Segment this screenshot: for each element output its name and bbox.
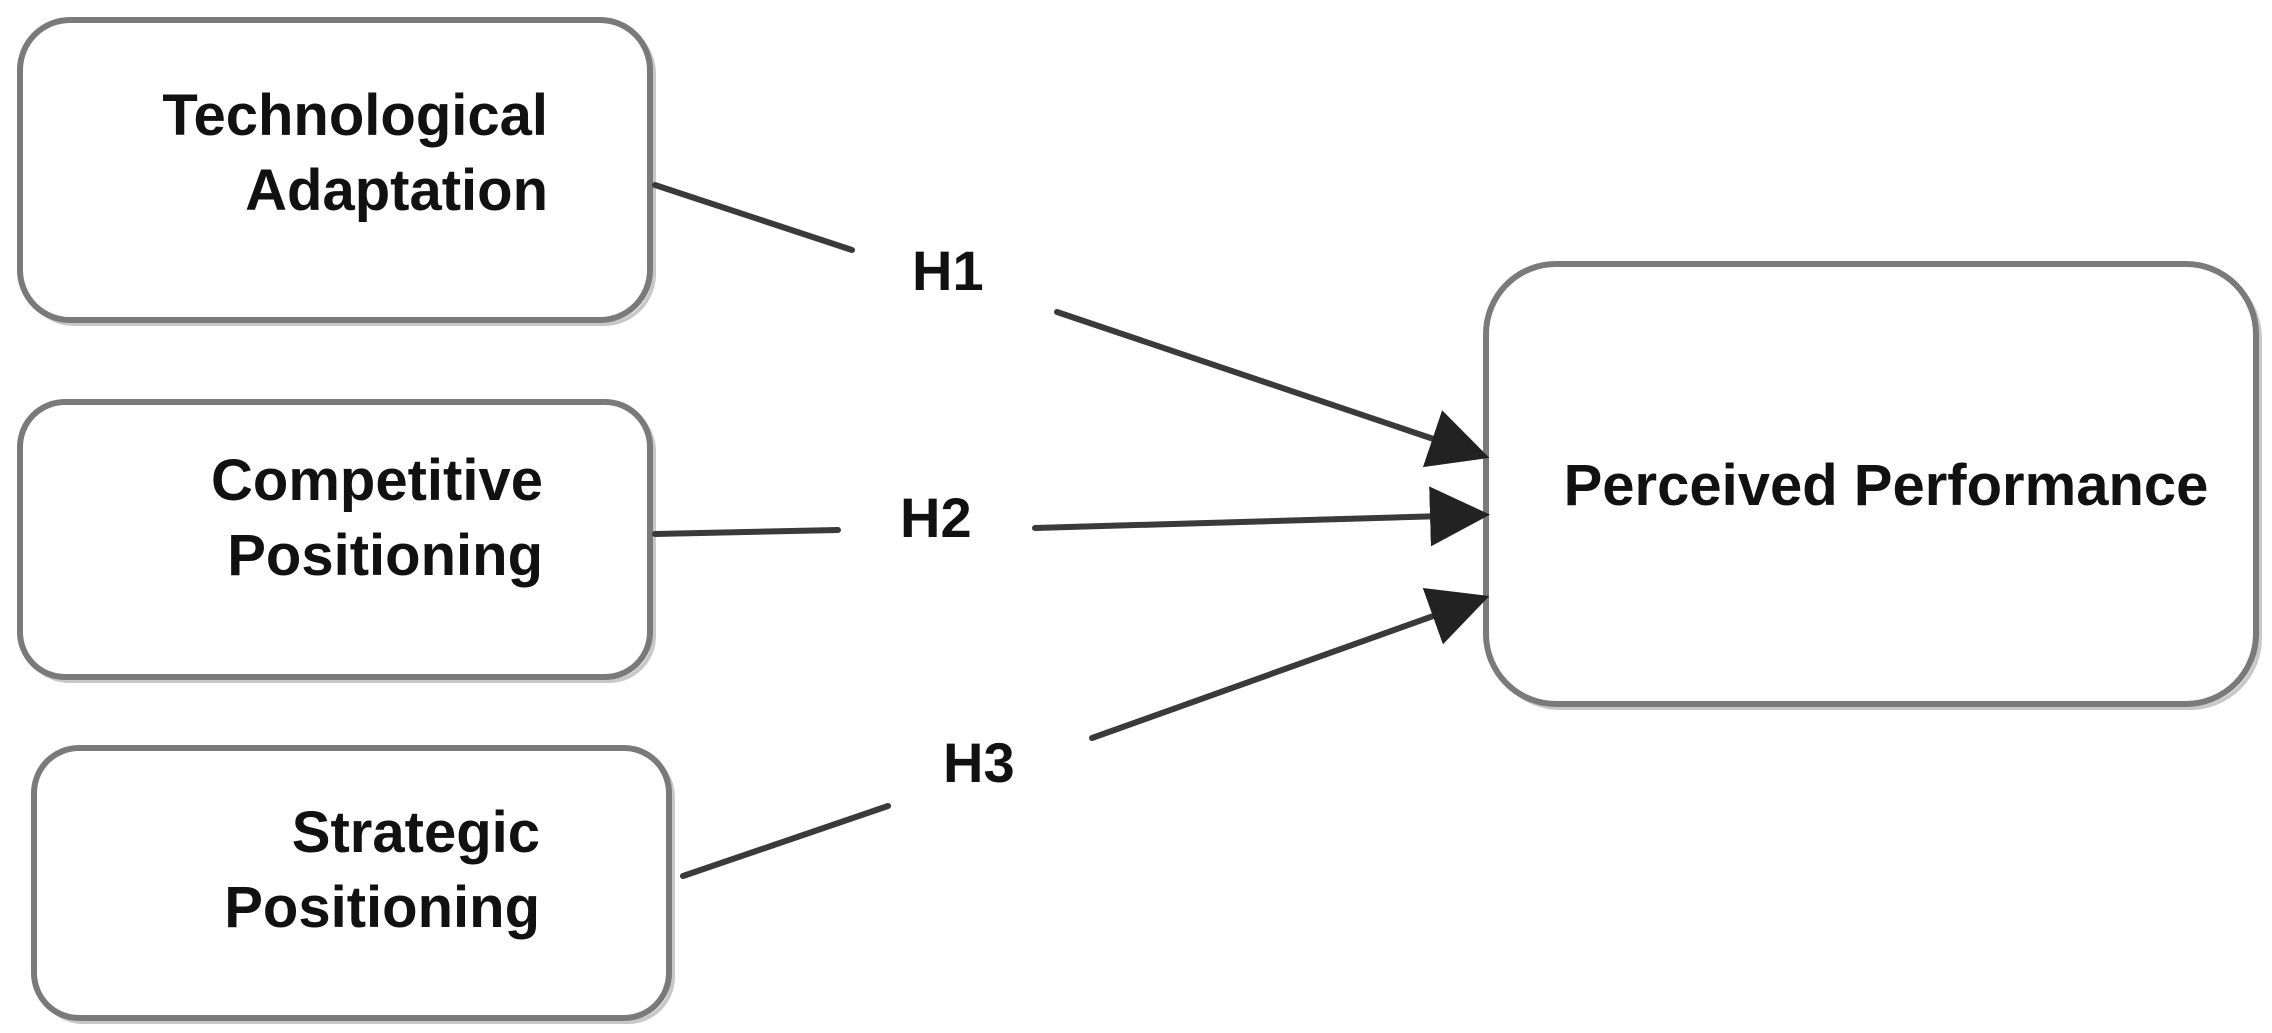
h3-label: H3 <box>943 731 1015 794</box>
technological-adaptation-box: Technological Adaptation <box>17 17 656 326</box>
h2-label: H2 <box>900 486 972 549</box>
perceived-performance-box: Perceived Performance <box>1483 261 2262 710</box>
technological-adaptation-label-line-1: Technological <box>162 83 548 148</box>
technological-adaptation-label-line-2: Adaptation <box>245 158 548 223</box>
strategic-positioning-label-line-1: Strategic <box>292 800 540 865</box>
h2-connector-line <box>652 527 841 537</box>
strategic-positioning-box: Strategic Positioning <box>31 745 675 1024</box>
strategic-positioning-label-line-2: Positioning <box>224 875 540 940</box>
competitive-positioning-label-line-1: Competitive <box>211 448 543 513</box>
competitive-positioning-box: Competitive Positioning <box>17 399 656 683</box>
perceived-performance-label: Perceived Performance <box>1564 453 2209 518</box>
h3-arrow <box>1089 587 1490 741</box>
h1-connector-line <box>652 182 855 253</box>
competitive-positioning-label-line-2: Positioning <box>227 523 543 588</box>
h1-arrow <box>1054 309 1490 468</box>
h3-connector-line <box>680 803 891 879</box>
h1-label: H1 <box>912 239 984 302</box>
h2-arrow <box>1032 486 1490 547</box>
